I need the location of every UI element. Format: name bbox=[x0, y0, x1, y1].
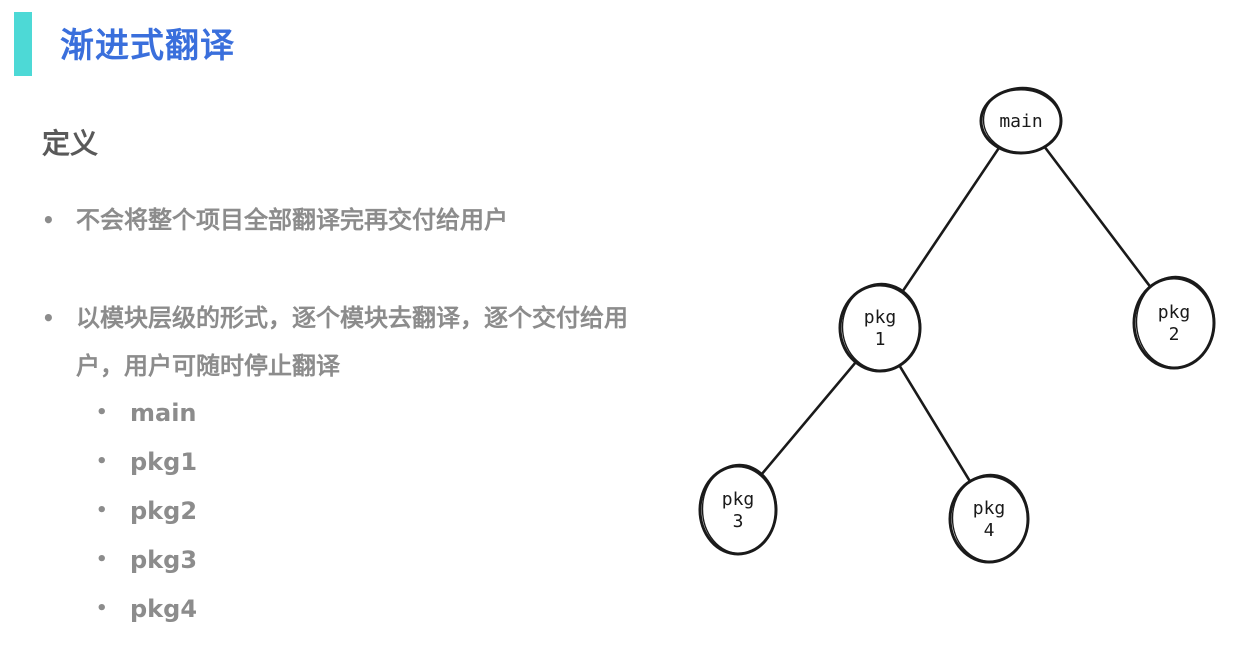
sub-bullet-pkg4: • pkg4 bbox=[96, 585, 197, 633]
node-pkg4: pkg4 bbox=[948, 473, 1030, 564]
node-circle-sketch bbox=[701, 463, 778, 555]
node-label: 1 bbox=[875, 329, 886, 350]
node-label: pkg bbox=[1158, 302, 1191, 323]
sub-bullet-dot: • bbox=[96, 451, 108, 472]
node-pkg1: pkg1 bbox=[838, 282, 922, 373]
sub-bullet-text: pkg1 bbox=[130, 448, 198, 476]
node-label: main bbox=[999, 111, 1042, 132]
node-label: pkg bbox=[722, 489, 755, 510]
bullet-text: 不会将整个项目全部翻译完再交付给用户 bbox=[76, 206, 508, 234]
node-label: 3 bbox=[733, 511, 744, 532]
node-circle-sketch bbox=[1135, 275, 1216, 369]
edge-pkg1-pkg3 bbox=[758, 359, 858, 478]
node-circle-sketch bbox=[841, 282, 922, 372]
bullet-dot: • bbox=[42, 306, 55, 330]
sub-bullet-text: pkg2 bbox=[130, 497, 198, 525]
bullet-text-line1: 以模块层级的形式，逐个模块去翻译，逐个交付给用 bbox=[76, 304, 628, 332]
sub-bullet-dot: • bbox=[96, 549, 108, 570]
bullet-text-line2: 户，用户可随时停止翻译 bbox=[76, 352, 340, 380]
sub-bullet-text: main bbox=[130, 399, 197, 427]
title-accent-bar bbox=[14, 12, 32, 76]
sub-bullet-dot: • bbox=[96, 402, 108, 423]
bullet-item-1: • 不会将整个项目全部翻译完再交付给用户 bbox=[42, 196, 722, 244]
sub-bullet-dot: • bbox=[96, 598, 108, 619]
sub-bullet-text: pkg4 bbox=[130, 595, 198, 623]
bullet-dot: • bbox=[42, 208, 55, 232]
tree-edges bbox=[758, 144, 1153, 484]
node-main: main bbox=[979, 86, 1063, 155]
node-label: pkg bbox=[973, 498, 1006, 519]
node-label: 4 bbox=[984, 520, 995, 541]
sub-bullet-pkg2: • pkg2 bbox=[96, 487, 197, 535]
edge-pkg1-pkg4 bbox=[897, 363, 972, 484]
sub-bullet-pkg1: • pkg1 bbox=[96, 438, 197, 486]
node-pkg2: pkg2 bbox=[1132, 275, 1216, 370]
node-circle-sketch bbox=[951, 473, 1030, 563]
edge-main-pkg1 bbox=[900, 145, 1001, 295]
definition-heading: 定义 bbox=[42, 127, 99, 160]
sub-bullet-text: pkg3 bbox=[130, 546, 198, 574]
page-title: 渐进式翻译 bbox=[60, 26, 235, 66]
node-pkg3: pkg3 bbox=[698, 463, 778, 556]
node-label: 2 bbox=[1169, 324, 1180, 345]
node-circle-sketch bbox=[982, 86, 1063, 154]
bullet-item-2: • 以模块层级的形式，逐个模块去翻译，逐个交付给用 户，用户可随时停止翻译 bbox=[42, 294, 722, 390]
sub-bullet-main: • main bbox=[96, 389, 197, 437]
sub-bullet-dot: • bbox=[96, 500, 108, 521]
node-label: pkg bbox=[864, 307, 897, 328]
edge-main-pkg2 bbox=[1042, 144, 1153, 290]
sub-bullet-pkg3: • pkg3 bbox=[96, 536, 197, 584]
